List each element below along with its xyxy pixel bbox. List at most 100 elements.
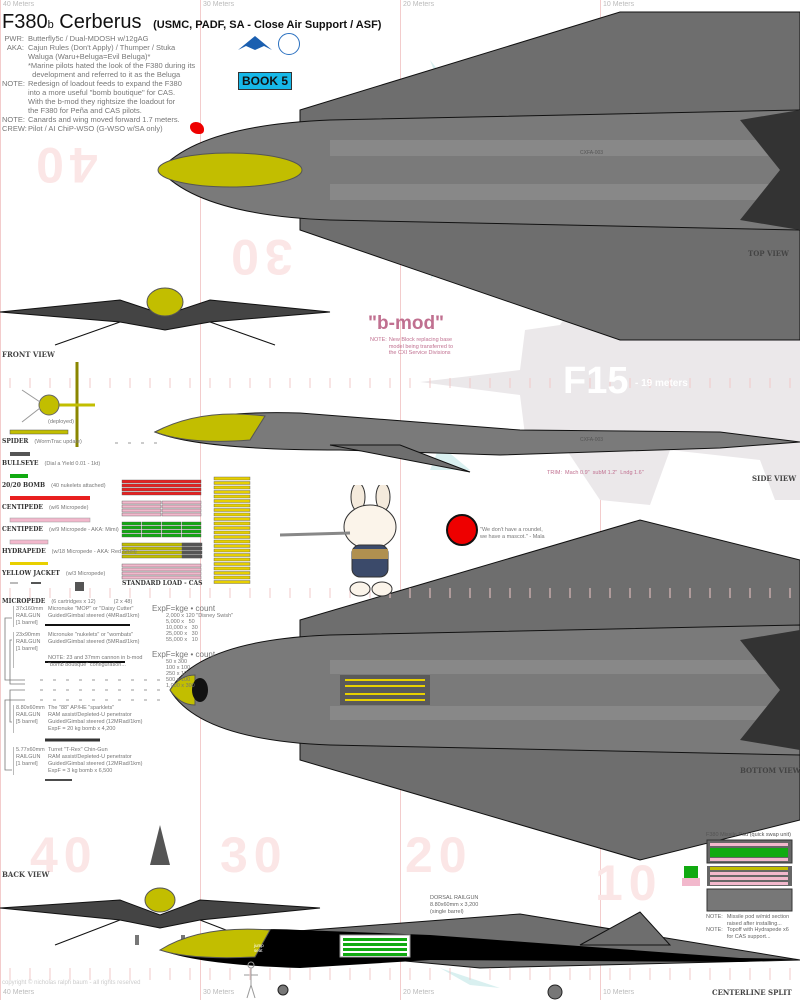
scale-label: 40 Meters (3, 989, 35, 996)
scale-label: 30 Meters (203, 989, 235, 996)
weapon-name: CENTIPEDE (2, 526, 43, 533)
ordnance-bar (213, 499, 251, 503)
ordnance-bar (181, 525, 202, 530)
missile-pod (682, 839, 793, 912)
scale-label: 10 Meters (603, 989, 635, 996)
railgun-desc-line: ExpF = 3 kg bomb x 6,500 (48, 768, 113, 774)
ordnance-bar (121, 500, 162, 505)
scale-number: 40 (30, 137, 98, 193)
railgun-desc-line: Guided/Gimbal steered (12MRad/1km) (48, 719, 143, 725)
jump-seat-line: seat (254, 948, 263, 953)
weapon-name: SPIDER (2, 438, 29, 445)
centerline-split-aircraft (158, 911, 800, 1000)
weapon-desc: (Dial a Yield 0.01 - 1kt) (44, 461, 101, 467)
weapon-legend-item: SPIDER(WormTrac update) (2, 435, 82, 446)
pod-note-key: NOTE: (706, 927, 723, 933)
ordnance-bar (121, 533, 142, 538)
front-view-aircraft (0, 287, 331, 346)
scale-label: 40 Meters (3, 1, 35, 8)
spec-line: into a more useful "bomb boutique" for C… (28, 88, 176, 97)
view-label-bottom: BOTTOM VIEW (740, 766, 800, 775)
spider-weapon (9, 362, 95, 447)
spec-line: the F380 for Peña and CAS pilots. (28, 106, 142, 115)
weapon-desc: (40 nukelets attached) (51, 483, 106, 489)
pod-note-key: NOTE: (706, 914, 723, 920)
ordnance-bar (161, 512, 202, 517)
railgun-desc-line: Guided/Gimbal steered (4MRad/1km) (48, 613, 140, 619)
mascot-quote: "We don't have a roundel,we have a masco… (480, 527, 545, 541)
scale-label: 30 Meters (203, 1, 235, 8)
ordnance-bar (213, 494, 251, 499)
ordnance-bar (213, 575, 251, 580)
ordnance-bar (213, 571, 251, 575)
ordnance-bar (161, 533, 182, 538)
railgun-note: NOTE: 23 and 37mm cannon in b-mod "bomb … (48, 655, 143, 668)
hull-code: CXFA-003 (580, 437, 604, 443)
weapon-desc: (6 cartridges x 12) (51, 599, 96, 605)
expf-row: 25,000 x 30 (166, 631, 198, 637)
bmod-note-line: model being transferred to (388, 343, 454, 350)
side-view-aircraft (153, 412, 800, 473)
ordnance-bar (121, 529, 142, 534)
f15-label: F15 (563, 360, 629, 402)
railgun-desc-line: Micronuke "nukelets" or "wombats" (48, 632, 134, 638)
ordnance-bar (141, 521, 162, 526)
weapon-name: HYDRAPEDE (2, 548, 46, 555)
pod-note-line: Topoff with Hydrapede x6 (726, 927, 789, 933)
spec-row: AKA:Cajun Rules (Don't Apply) / Thumper … (2, 43, 195, 79)
spec-line: With the b-mod they rightsize the loadou… (28, 97, 176, 106)
weapon-legend-bars (9, 452, 91, 591)
expf-row: 10,000 x 30 (166, 625, 198, 631)
expf-header: ExpF=kge • count (152, 604, 216, 613)
spec-row: NOTE:Canards and wing moved forward 1.7 … (2, 115, 195, 124)
ordnance-bar (213, 548, 251, 553)
view-label-front: FRONT VIEW (2, 350, 55, 359)
grid-line (0, 0, 1, 1000)
railgun-barrels: [5 barrel] (16, 719, 38, 725)
view-label-centerline: CENTERLINE SPLIT (712, 988, 792, 997)
railgun-desc-line: Micronuke "MOP" or "Daisy Cutter" (48, 606, 134, 612)
page-title: F380b Cerberus (USMC, PADF, SA - Close A… (2, 11, 382, 33)
weapon-name: CENTIPEDE (2, 504, 43, 511)
railgun-caliber: 5.77x60mm (16, 747, 45, 753)
scale-number: 20 (405, 827, 473, 883)
ordnance-bar (213, 544, 251, 548)
missile-pod-title: F380 Missile Pod (quick swap unit) (706, 832, 791, 838)
scale-number: 40 (30, 827, 98, 883)
railgun-desc-line: Guided/Gimbal steered (5MRad/1km) (48, 639, 140, 645)
spec-line: *Marine pilots hated the look of the F38… (28, 61, 196, 70)
ordnance-bar (121, 525, 142, 530)
ordnance-bar (121, 483, 202, 488)
ordnance-bar (141, 529, 162, 534)
ordnance-bar (213, 521, 251, 526)
railgun-desc-line: RAM assist/Depleted-U penetrator (48, 712, 132, 718)
weapon-legend-item: 20/20 BOMB(40 nukelets attached) (2, 479, 106, 490)
expf-row: 50 x 300 (166, 659, 188, 665)
ordnance-bar (181, 533, 202, 538)
ordnance-bar (181, 521, 202, 526)
bmod-note-line: New Block replacing base (388, 337, 453, 343)
railgun-type: RAILGUN (16, 712, 41, 718)
pod-note-line: for CAS support... (726, 933, 771, 940)
ordnance-bar (121, 575, 202, 580)
trim-note: TRIM: Mach 0.9" subM 1.2" Lndg 1.6" (547, 470, 644, 476)
grid-line (400, 0, 401, 1000)
dorsal-line: 8.80x60mm x 3,200 (430, 902, 479, 908)
jump-seat-line: jump (254, 943, 264, 948)
standard-load-label: STANDARD LOAD - CAS (122, 580, 203, 587)
ordnance-bar (213, 517, 251, 521)
ordnance-bar (161, 500, 202, 505)
view-label-side: SIDE VIEW (752, 474, 797, 483)
ordnance-bar (161, 504, 202, 509)
spec-line: Waluga (Waru+Beluga=Evil Beluga)* (28, 52, 151, 61)
railgun-desc-line: RAM assist/Depleted-U penetrator (48, 754, 132, 760)
